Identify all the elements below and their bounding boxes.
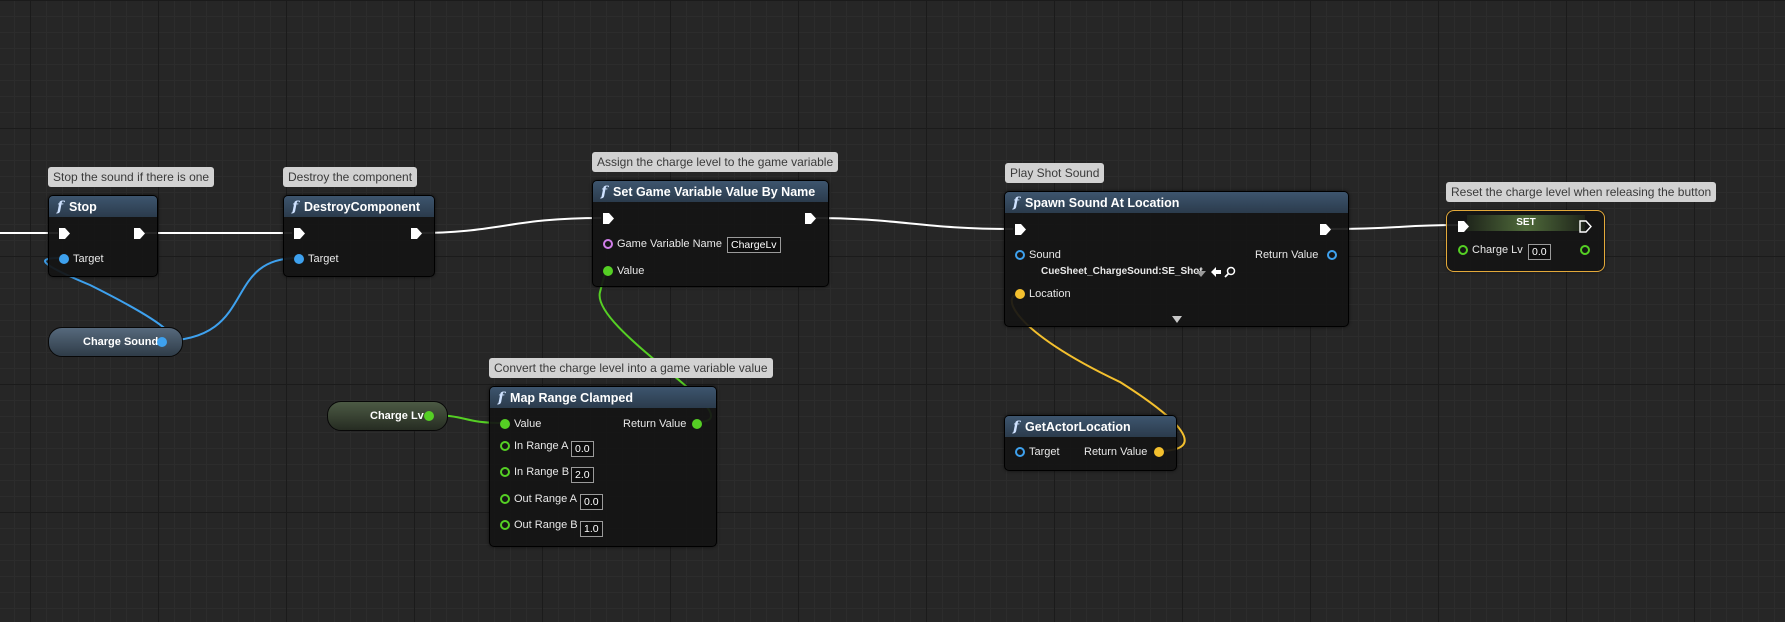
exec-out-pin[interactable] [133,227,145,239]
destroy-node-title: DestroyComponent [304,199,421,214]
function-icon: f [1013,194,1020,211]
comment-reset: Reset the charge level when releasing th… [1446,182,1717,202]
exec-wire-setvar-spawn [811,217,1014,230]
in-range-a-pin[interactable] [500,441,510,451]
expand-arrow-icon[interactable] [1171,311,1183,329]
in-range-a-field[interactable]: 0.0 [571,441,594,457]
target-label: Target [308,253,339,265]
stop-node[interactable]: f Stop Target [48,195,158,277]
exec-in-pin[interactable] [1457,220,1469,232]
target-pin[interactable] [59,254,69,264]
return-value-label: Return Value [1084,446,1148,458]
get-actor-location-title: GetActorLocation [1025,419,1131,434]
out-range-b-pin[interactable] [500,520,510,530]
in-range-b-pin[interactable] [500,467,510,477]
chevron-down-icon[interactable] [1195,266,1207,284]
arrow-left-icon[interactable] [1210,265,1222,283]
sound-label: Sound [1029,249,1061,261]
charge-lv-value-field[interactable]: 0.0 [1528,244,1551,260]
charge-sound-label: Charge Sound [83,336,159,348]
comment-destroy: Destroy the component [283,167,418,187]
stop-node-title: Stop [69,199,97,214]
comment-stop: Stop the sound if there is one [48,167,215,187]
map-range-clamped-node[interactable]: f Map Range Clamped Value Return Value I… [489,386,717,547]
object-wire-sound-destroy [159,257,299,342]
set-game-variable-header[interactable]: f Set Game Variable Value By Name [593,181,828,202]
exec-out-pin[interactable] [410,227,422,239]
destroy-component-node[interactable]: f DestroyComponent Target [283,195,435,277]
exec-in-pin[interactable] [602,212,614,224]
set-game-variable-title: Set Game Variable Value By Name [613,184,816,199]
function-icon: f [1013,418,1020,435]
comment-play: Play Shot Sound [1005,163,1105,183]
exec-in-pin[interactable] [293,227,305,239]
charge-lv-in-pin[interactable] [1458,245,1468,255]
set-node-header[interactable]: SET [1467,215,1585,231]
value-label: Value [617,265,645,277]
location-pin[interactable] [1015,289,1025,299]
charge-lv-variable-node[interactable]: Charge Lv [327,401,448,431]
set-charge-lv-node[interactable]: SET Charge Lv 0.0 [1446,210,1605,272]
target-label: Target [73,253,104,265]
exec-out-pin[interactable] [1579,220,1592,233]
function-icon: f [601,183,608,200]
return-value-pin[interactable] [692,419,702,429]
get-actor-location-node[interactable]: f GetActorLocation Target Return Value [1004,415,1177,471]
stop-node-header[interactable]: f Stop [49,196,157,217]
target-pin[interactable] [294,254,304,264]
out-range-b-label: Out Range B [514,519,578,531]
search-icon[interactable] [1224,265,1236,283]
charge-lv-out-pin[interactable] [1580,245,1590,255]
charge-sound-variable-node[interactable]: Charge Sound [48,327,183,357]
game-variable-name-field[interactable]: ChargeLv [727,237,781,253]
return-value-pin[interactable] [1154,447,1164,457]
get-actor-location-header[interactable]: f GetActorLocation [1005,416,1176,437]
value-pin[interactable] [603,266,613,276]
exec-in-pin[interactable] [58,227,70,239]
comment-assign: Assign the charge level to the game vari… [592,152,839,172]
out-range-a-pin[interactable] [500,494,510,504]
value-pin[interactable] [500,419,510,429]
function-icon: f [292,198,299,215]
exec-out-pin[interactable] [804,212,816,224]
out-range-a-label: Out Range A [514,493,577,505]
game-variable-name-label: Game Variable Name [617,238,722,250]
charge-lv-var-label: Charge Lv [370,410,424,422]
game-variable-name-pin[interactable] [603,239,613,249]
target-label: Target [1029,446,1060,458]
spawn-sound-at-location-node[interactable]: f Spawn Sound At Location Sound CueSheet… [1004,191,1349,327]
destroy-node-header[interactable]: f DestroyComponent [284,196,434,217]
return-value-pin[interactable] [1327,250,1337,260]
charge-sound-out-pin[interactable] [157,337,167,347]
exec-out-pin[interactable] [1319,223,1331,235]
in-range-a-label: In Range A [514,440,569,452]
exec-wire-destroy-setvar [415,217,602,234]
spawn-sound-title: Spawn Sound At Location [1025,195,1180,210]
in-range-b-label: In Range B [514,466,570,478]
exec-in-pin[interactable] [1014,223,1026,235]
return-value-label: Return Value [623,418,687,430]
value-label: Value [514,418,542,430]
exec-wire-spawn-set [1329,224,1459,230]
function-icon: f [498,389,505,406]
out-range-a-field[interactable]: 0.0 [580,494,603,510]
map-range-header[interactable]: f Map Range Clamped [490,387,716,408]
return-value-label: Return Value [1255,249,1319,261]
charge-lv-out-pin[interactable] [424,411,434,421]
function-icon: f [57,198,64,215]
map-range-title: Map Range Clamped [510,390,633,405]
charge-lv-label: Charge Lv [1472,244,1523,256]
sound-asset-value[interactable]: CueSheet_ChargeSound:SE_Shot [1041,266,1203,277]
out-range-b-field[interactable]: 1.0 [580,521,603,537]
location-label: Location [1029,288,1071,300]
target-pin[interactable] [1015,447,1025,457]
in-range-b-field[interactable]: 2.0 [571,467,594,483]
comment-convert: Convert the charge level into a game var… [489,358,773,378]
set-node-title: SET [1516,217,1536,228]
set-game-variable-node[interactable]: f Set Game Variable Value By Name Game V… [592,180,829,287]
spawn-sound-header[interactable]: f Spawn Sound At Location [1005,192,1348,213]
sound-pin[interactable] [1015,250,1025,260]
